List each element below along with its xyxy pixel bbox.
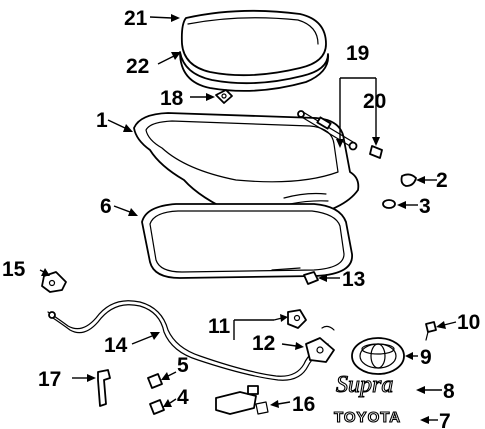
callout-1: 1 xyxy=(96,109,108,132)
part-10-screw xyxy=(425,321,437,341)
callout-17: 17 xyxy=(38,368,61,391)
part-22-weatherstrip xyxy=(179,51,329,92)
callout-11: 11 xyxy=(208,315,231,338)
part-11-latch xyxy=(287,309,307,329)
part-8-script-badge: Supra xyxy=(335,371,393,398)
callout-7: 7 xyxy=(439,410,451,429)
callout-4: 4 xyxy=(177,386,189,409)
callout-6: 6 xyxy=(100,195,112,218)
part-20-clip xyxy=(369,145,383,159)
brand-name-text: TOYOTA xyxy=(334,409,401,426)
part-4-clip xyxy=(149,399,165,415)
part-6-seal xyxy=(141,203,353,279)
part-19-gas-strut xyxy=(297,110,358,151)
callout-5: 5 xyxy=(177,354,189,377)
part-18-bracket xyxy=(215,89,233,104)
part-5-clip xyxy=(147,373,163,389)
callout-2: 2 xyxy=(436,169,448,192)
part-21-glass-panel xyxy=(180,9,327,77)
callout-8: 8 xyxy=(443,380,455,403)
model-script-text: Supra xyxy=(336,372,393,398)
part-7-brand-letters: TOYOTA xyxy=(333,408,401,426)
part-12-actuator xyxy=(305,325,335,363)
part-3-fastener xyxy=(382,199,396,209)
callout-14: 14 xyxy=(104,334,128,357)
callout-18: 18 xyxy=(160,87,184,110)
part-13-clip xyxy=(303,271,319,285)
callout-16: 16 xyxy=(292,393,315,416)
callout-labels: 21 22 18 1 6 19 20 2 3 15 13 14 11 12 10… xyxy=(2,7,480,429)
callout-22: 22 xyxy=(126,55,149,78)
callout-3: 3 xyxy=(419,195,431,218)
callout-15: 15 xyxy=(2,258,26,281)
callout-20: 20 xyxy=(363,90,386,113)
part-14-release-cable xyxy=(47,300,331,381)
leader-lines xyxy=(39,14,457,424)
part-17-rod xyxy=(97,369,111,407)
callout-19: 19 xyxy=(346,42,369,65)
callout-10: 10 xyxy=(457,311,480,334)
callout-13: 13 xyxy=(342,268,365,291)
callout-9: 9 xyxy=(420,346,432,369)
callout-12: 12 xyxy=(252,332,275,355)
part-9-emblem xyxy=(351,337,405,375)
part-16-lock-cylinder xyxy=(215,385,269,415)
callout-21: 21 xyxy=(124,7,148,30)
part-15-hinge xyxy=(41,271,67,293)
part-2-fastener xyxy=(400,173,417,187)
